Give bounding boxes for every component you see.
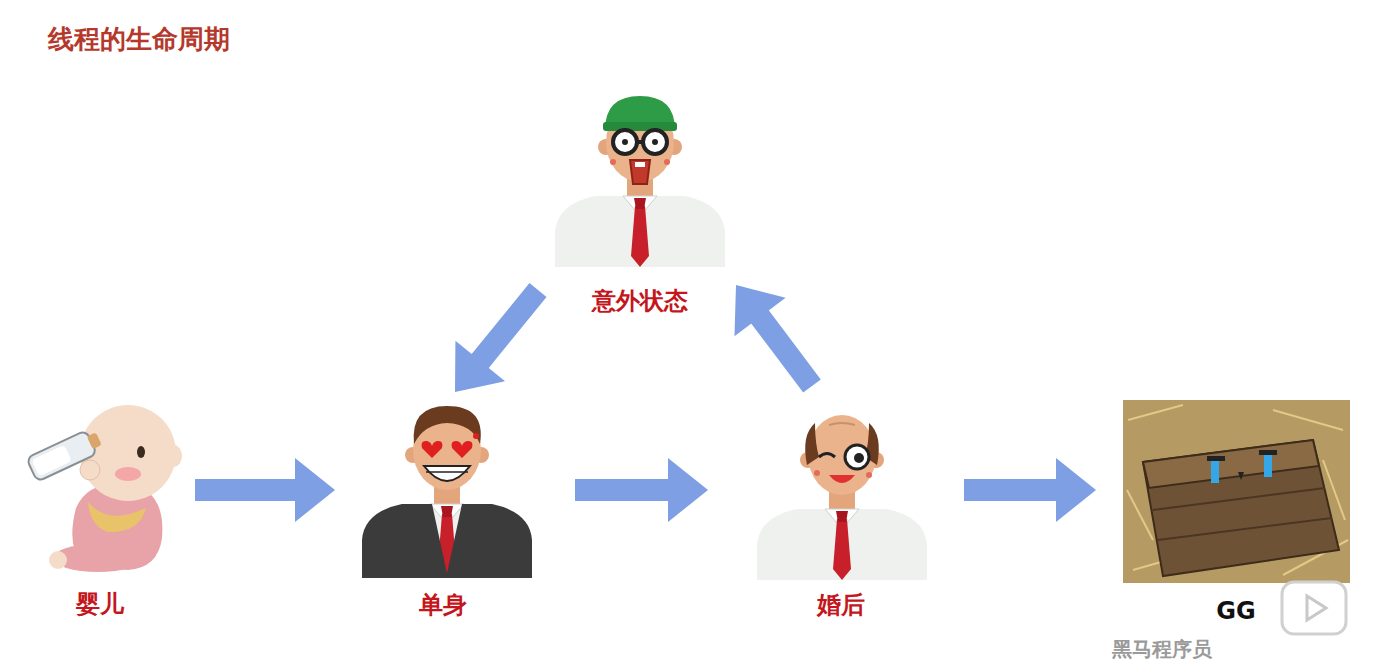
- arrow-head: [668, 458, 708, 522]
- flow-arrow: [455, 290, 538, 392]
- stage-label: 意外状态: [590, 286, 690, 316]
- stage-label: 婴儿: [74, 589, 126, 619]
- flow-arrow: [575, 458, 708, 522]
- single-man: [362, 406, 532, 578]
- stage-label: 婚后: [815, 590, 867, 620]
- stage-label: 单身: [417, 590, 469, 620]
- arrow-head: [734, 285, 785, 336]
- flow-arrow: [964, 458, 1096, 522]
- lifecycle-stage: 婴儿: [25, 395, 175, 623]
- flow-arrow: [734, 285, 812, 386]
- watermark: 黑马程序员: [1112, 636, 1212, 663]
- grave-box: [1123, 400, 1350, 583]
- diagram-title: 线程的生命周期: [48, 22, 230, 57]
- arrow-shaft: [195, 479, 297, 501]
- married-man: [757, 415, 927, 580]
- baby: [26, 405, 182, 572]
- flow-arrow: [195, 458, 335, 522]
- surprised-man: [555, 96, 725, 267]
- lifecycle-stage: 意外状态: [548, 88, 732, 320]
- arrow-head: [295, 458, 335, 522]
- play-logo: [1282, 582, 1346, 634]
- arrow-head: [1056, 458, 1096, 522]
- stage-label: GG: [1214, 596, 1257, 626]
- arrow-shaft: [479, 290, 538, 363]
- arrow-shaft: [575, 479, 670, 501]
- arrow-head: [455, 341, 505, 392]
- lifecycle-stage: GG: [1118, 395, 1354, 630]
- arrow-shaft: [964, 479, 1058, 501]
- lifecycle-stage: 单身: [355, 398, 531, 624]
- arrow-shaft: [759, 315, 812, 386]
- lifecycle-stage: 婚后: [748, 400, 934, 624]
